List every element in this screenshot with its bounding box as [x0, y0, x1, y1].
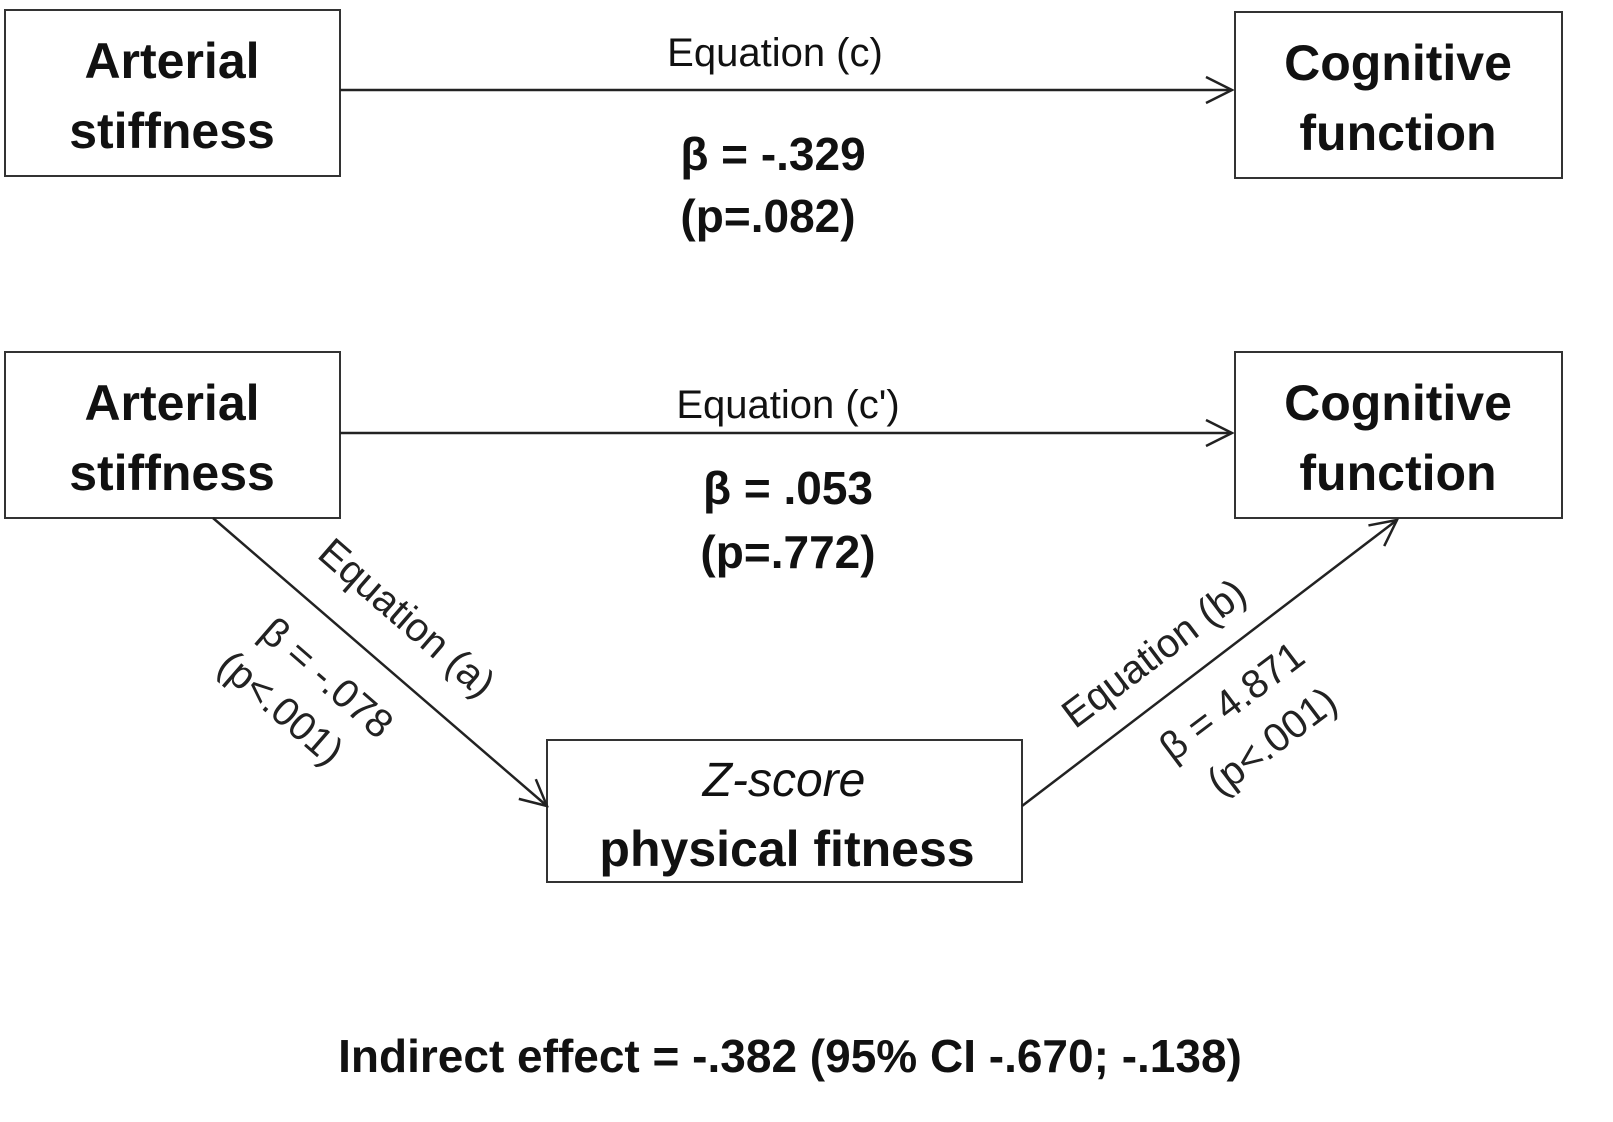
node-arterial-stiffness-mid: Arterial stiffness [4, 351, 341, 519]
svg-text:Z-score: Z-score [702, 754, 866, 807]
svg-text:stiffness: stiffness [69, 445, 275, 501]
node-cognitive-function-top: Cognitive function [1234, 11, 1563, 179]
p-c: (p=.082) [680, 190, 855, 242]
node-cognitive-function-mid: Cognitive function [1234, 351, 1563, 519]
svg-text:function: function [1299, 445, 1496, 501]
label-equation-c-prime: Equation (c') [676, 383, 899, 427]
svg-text:Arterial: Arterial [84, 33, 259, 89]
p-c-prime: (p=.772) [700, 526, 875, 578]
label-equation-c: Equation (c) [667, 31, 883, 75]
svg-text:Cognitive: Cognitive [1284, 35, 1512, 91]
arrow-a [212, 517, 547, 806]
svg-text:Cognitive: Cognitive [1284, 375, 1512, 431]
arrow-b [1021, 520, 1397, 807]
node-arterial-stiffness-top: Arterial stiffness [4, 9, 341, 177]
svg-text:stiffness: stiffness [69, 103, 275, 159]
svg-text:Arterial: Arterial [84, 375, 259, 431]
beta-c: β = -.329 [680, 128, 865, 180]
beta-c-prime: β = .053 [703, 462, 873, 514]
indirect-effect-text: Indirect effect = -.382 (95% CI -.670; -… [338, 1030, 1242, 1082]
node-zscore-physical-fitness: Z-score physical fitness [546, 739, 1023, 883]
svg-text:function: function [1299, 105, 1496, 161]
svg-text:physical fitness: physical fitness [599, 821, 974, 877]
